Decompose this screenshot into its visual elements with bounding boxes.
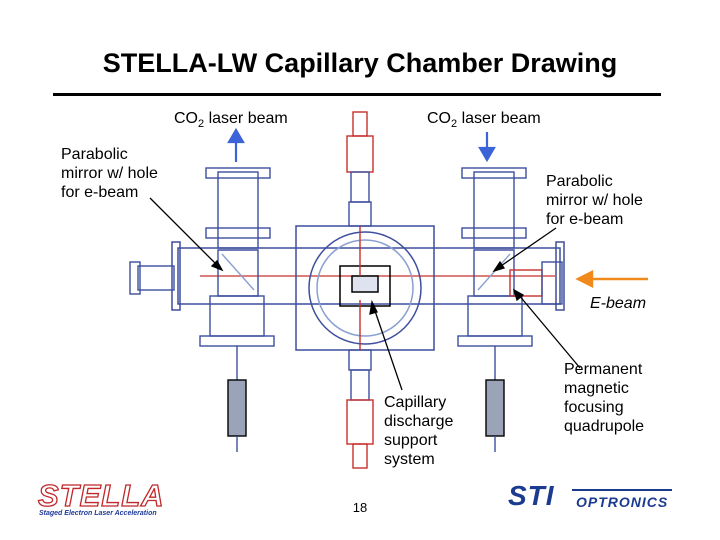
ebeam-label: E-beam [590,295,647,312]
ebeam-arrow [575,270,648,288]
left-port [129,261,175,295]
optronics-logo: OPTRONICS [576,494,669,510]
slide-title: STELLA-LW Capillary Chamber Drawing [102,48,618,78]
left-support [199,295,275,452]
capillary-label: Capillary discharge support system [384,394,454,468]
leader-arrows [149,197,581,391]
co2-arrow-left [227,127,245,162]
co2-label-left: CO2 laser beam [174,110,288,131]
co2-label-right: CO2 laser beam [427,110,541,131]
quadrupole-label: Permanent magnetic focusing quadrupole [564,361,645,435]
page-number: 18 [352,500,368,515]
center-chamber [295,225,435,351]
bottom-vertical-assembly [346,300,374,469]
top-vertical-assembly [346,111,374,276]
right-mirror-tower [461,167,527,297]
co2-arrow-right [478,132,496,163]
stella-logo: STELLA [37,477,165,513]
left-mirror-tower [205,167,271,297]
title-rule [53,93,661,96]
sti-logo: STI [508,480,555,511]
stella-logo-subtitle: Staged Electron Laser Acceleration [39,510,157,517]
right-support [457,295,533,452]
quadrupole-magnet [509,261,563,305]
optronics-underline [572,489,672,491]
mirror-label-left: Parabolic mirror w/ hole for e-beam [61,146,158,201]
mirror-label-right: Parabolic mirror w/ hole for e-beam [546,173,643,228]
